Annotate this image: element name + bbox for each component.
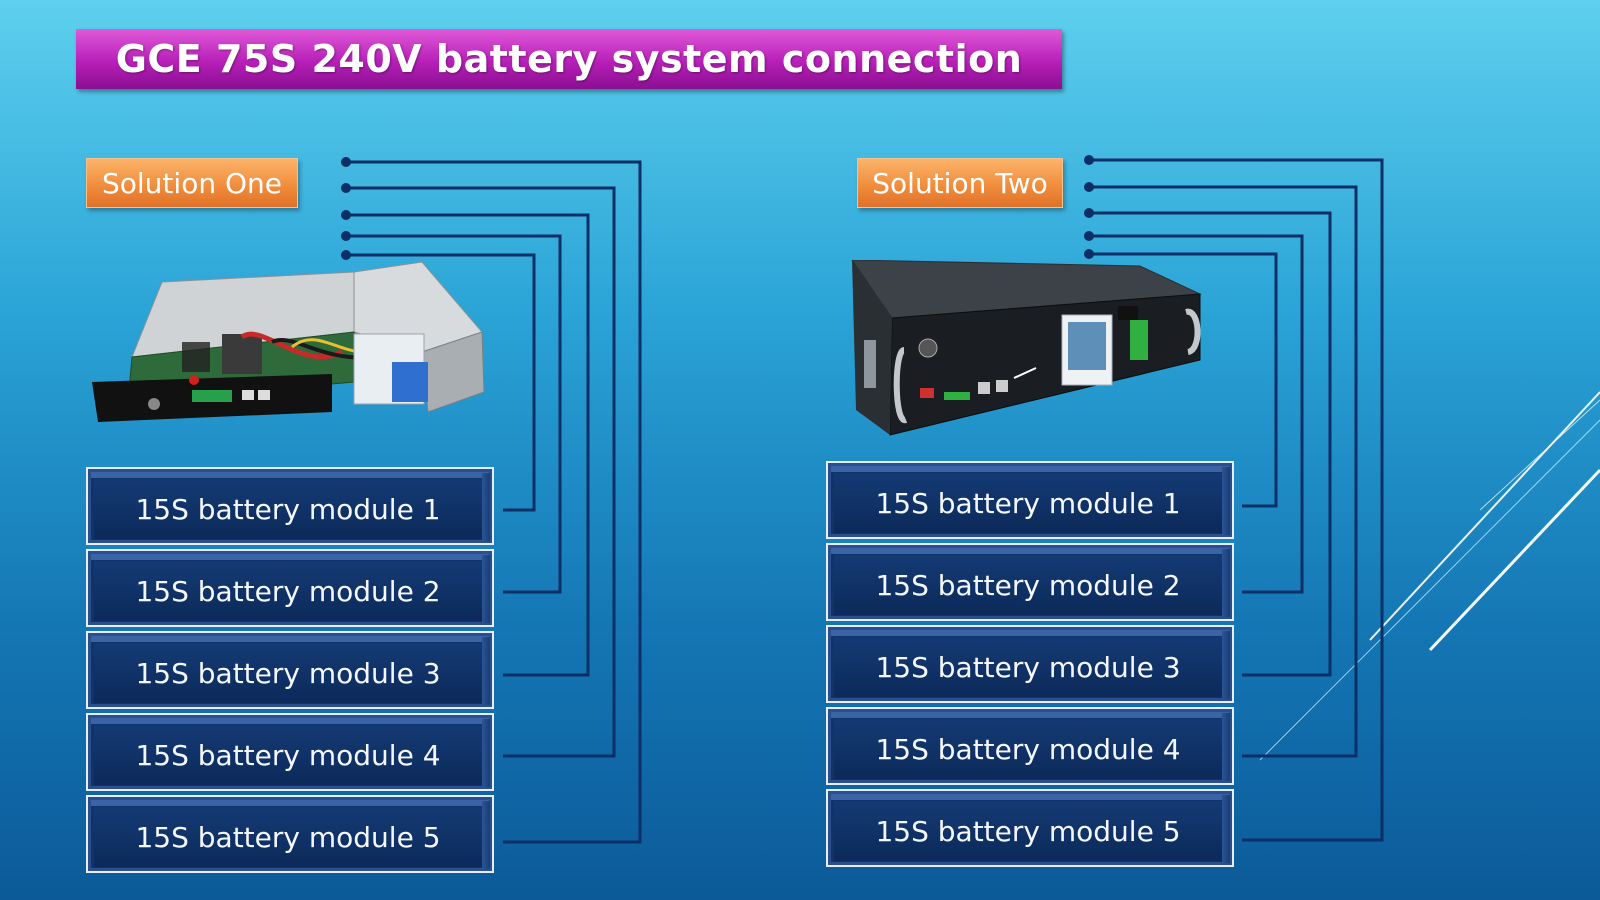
wire-s2-m2 (1089, 234, 1304, 594)
wire-s2-m4 (1089, 185, 1358, 758)
module-label: 15S battery module 3 (94, 643, 482, 703)
s1-battery-module-1: 15S battery module 1 (86, 467, 494, 545)
module-label: 15S battery module 2 (94, 561, 482, 621)
wire-s2-m1 (1089, 252, 1278, 508)
s2-battery-module-4: 15S battery module 4 (826, 707, 1234, 785)
module-label: 15S battery module 5 (94, 807, 482, 867)
module-label: 15S battery module 2 (834, 555, 1222, 615)
terminal-dot (341, 250, 351, 260)
s1-battery-module-4: 15S battery module 4 (86, 713, 494, 791)
module-label: 15S battery module 1 (94, 479, 482, 539)
wire-s1-m4 (346, 186, 616, 758)
s2-battery-module-1: 15S battery module 1 (826, 461, 1234, 539)
terminal-dot (341, 210, 351, 220)
solution-two-label-text: Solution Two (872, 166, 1048, 200)
solution-one-label: Solution One (86, 158, 298, 208)
solution-two-label: Solution Two (857, 158, 1063, 208)
terminal-dot (1084, 182, 1094, 192)
wire-s2-m5 (1089, 158, 1384, 842)
terminal-dot (1084, 231, 1094, 241)
wire-s2-m3 (1089, 211, 1332, 677)
wire-s1-m1 (346, 253, 536, 512)
terminal-dot (1084, 249, 1094, 259)
page-title: GCE 75S 240V battery system connection (115, 37, 1023, 81)
terminal-dot (341, 183, 351, 193)
s1-battery-module-2: 15S battery module 2 (86, 549, 494, 627)
title-bar: GCE 75S 240V battery system connection (76, 29, 1062, 89)
wire-s1-m5 (346, 160, 642, 844)
module-label: 15S battery module 1 (834, 473, 1222, 533)
rack-bms-unit-icon (851, 260, 1202, 436)
s1-battery-module-5: 15S battery module 5 (86, 795, 494, 873)
s2-battery-module-3: 15S battery module 3 (826, 625, 1234, 703)
module-label: 15S battery module 3 (834, 637, 1222, 697)
wire-s1-m2 (346, 234, 562, 594)
terminal-dot (341, 231, 351, 241)
terminal-dot (341, 157, 351, 167)
terminal-dot (1084, 208, 1094, 218)
module-label: 15S battery module 5 (834, 801, 1222, 861)
s2-battery-module-2: 15S battery module 2 (826, 543, 1234, 621)
s1-battery-module-3: 15S battery module 3 (86, 631, 494, 709)
terminal-dot (1084, 155, 1094, 165)
open-bms-board-icon (92, 262, 485, 422)
module-label: 15S battery module 4 (834, 719, 1222, 779)
solution-one-label-text: Solution One (102, 166, 282, 200)
module-label: 15S battery module 4 (94, 725, 482, 785)
wire-s1-m3 (346, 213, 590, 677)
s2-battery-module-5: 15S battery module 5 (826, 789, 1234, 867)
